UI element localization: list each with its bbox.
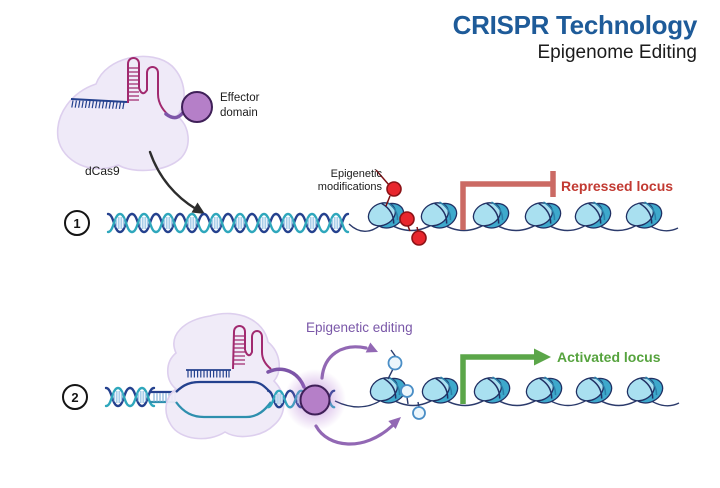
targeting-arrow <box>148 150 205 214</box>
unmodified-marks <box>387 349 426 420</box>
methyl-dot <box>386 181 402 197</box>
page-subtitle: Epigenome Editing <box>537 42 698 63</box>
dna-helix-2-left <box>104 386 156 408</box>
page-title: CRISPR Technology <box>452 10 698 40</box>
epigenetic-editing-label: Epigenetic editing <box>306 320 413 335</box>
step-2-badge: 2 <box>62 384 88 410</box>
unmodified-dot <box>400 384 414 398</box>
sgrna-scaffold <box>127 57 172 118</box>
repressed-locus-bar <box>460 171 556 230</box>
activated-locus-arrow <box>460 348 551 404</box>
guide-rna-comb-2 <box>186 369 231 378</box>
effector-domain-circle <box>181 91 213 123</box>
methyl-dot <box>399 211 415 227</box>
dcas9-complex-illustration <box>56 55 213 214</box>
dcas9-protein-blob <box>56 55 189 172</box>
bubble-top-strand <box>175 380 272 394</box>
guide-rna-comb <box>70 98 128 110</box>
unmodified-dot <box>387 355 403 371</box>
effector-domain-circle-2 <box>299 384 331 416</box>
editing-arrows <box>314 342 401 446</box>
epigenetic-modifications-label: Epigenetic modifications <box>317 168 382 194</box>
panel-2-artwork <box>104 312 680 446</box>
effector-domain-label: Effector domain <box>220 92 260 119</box>
bubble-bottom-strand <box>175 401 272 419</box>
dcas9-label: dCas9 <box>85 164 120 178</box>
sgrna-scaffold-2 <box>232 325 272 370</box>
step-1-badge: 1 <box>64 210 90 236</box>
activated-locus-label: Activated locus <box>557 349 661 365</box>
methylation-marks <box>375 169 427 246</box>
repressed-locus-label: Repressed locus <box>561 178 674 194</box>
panel-1-artwork <box>106 169 679 246</box>
unmodified-dot <box>412 406 426 420</box>
dcas9-bound-blob <box>165 312 285 440</box>
dna-helix-1 <box>106 212 350 234</box>
methyl-dot <box>411 230 427 246</box>
